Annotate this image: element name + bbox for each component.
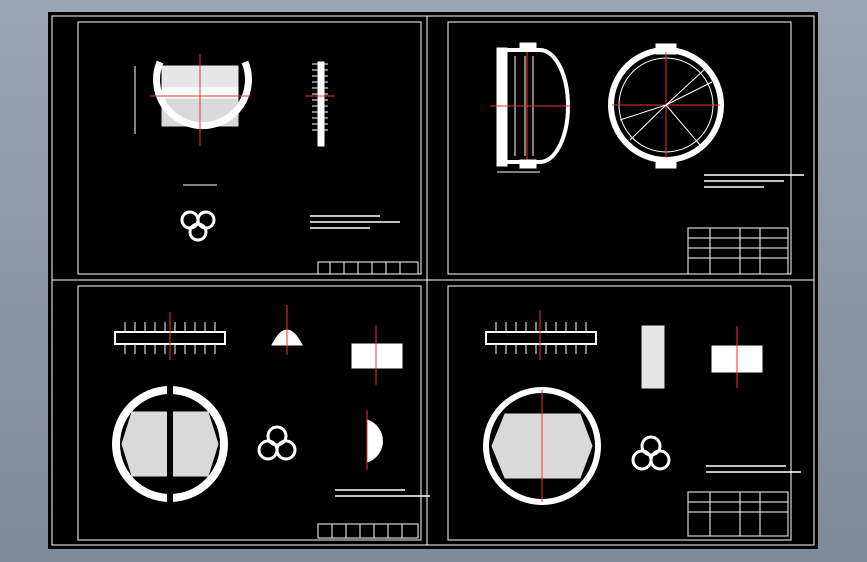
panel-top-right [447,21,792,275]
panel-bottom-left [77,285,422,541]
panel-br-drawing [483,310,801,537]
panel-top-left [77,21,422,275]
panel-tl-drawing [134,54,419,275]
panel-bl-drawing [112,305,430,539]
panel-tr-drawing [490,42,804,275]
panel-bottom-right [447,285,792,541]
